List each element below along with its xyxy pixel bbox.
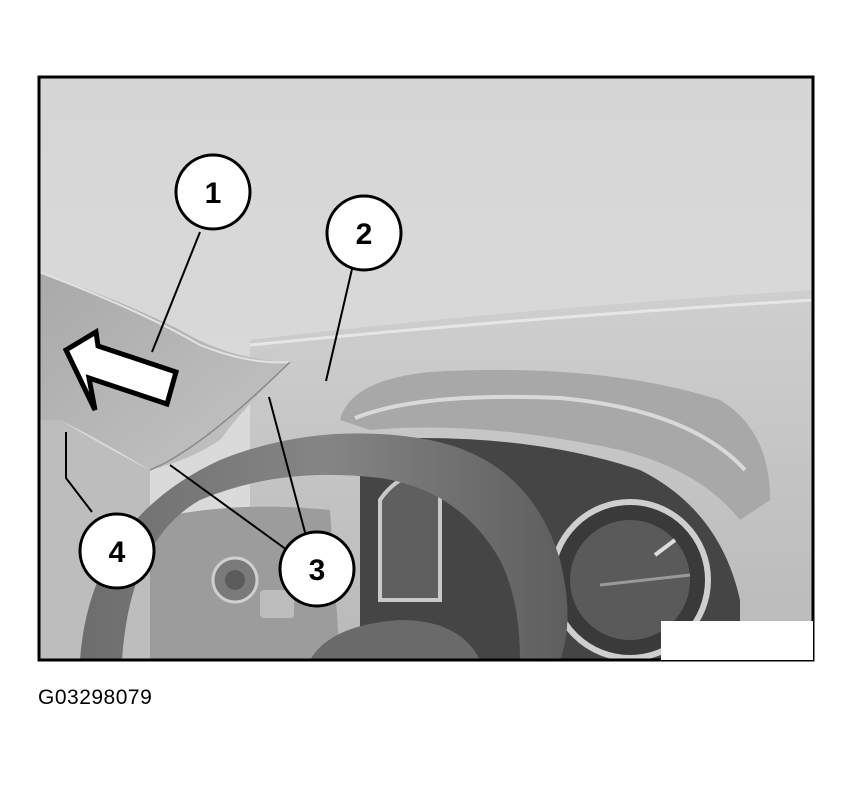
svg-text:1: 1 xyxy=(205,177,222,210)
svg-text:2: 2 xyxy=(356,218,373,251)
label-mask xyxy=(661,621,813,660)
steering-wheel xyxy=(80,433,568,660)
leader-lines xyxy=(65,231,353,551)
instrument-hood xyxy=(340,369,770,520)
direction-arrow-icon xyxy=(62,327,180,412)
callout-2: 2 xyxy=(325,194,403,272)
callout-1: 1 xyxy=(174,153,252,231)
callout-4: 4 xyxy=(78,512,156,590)
callout-3: 3 xyxy=(278,530,356,608)
figure-frame xyxy=(37,75,815,662)
figure-id: G03298079 xyxy=(38,686,153,709)
svg-text:4: 4 xyxy=(109,536,126,569)
svg-text:3: 3 xyxy=(309,554,326,587)
